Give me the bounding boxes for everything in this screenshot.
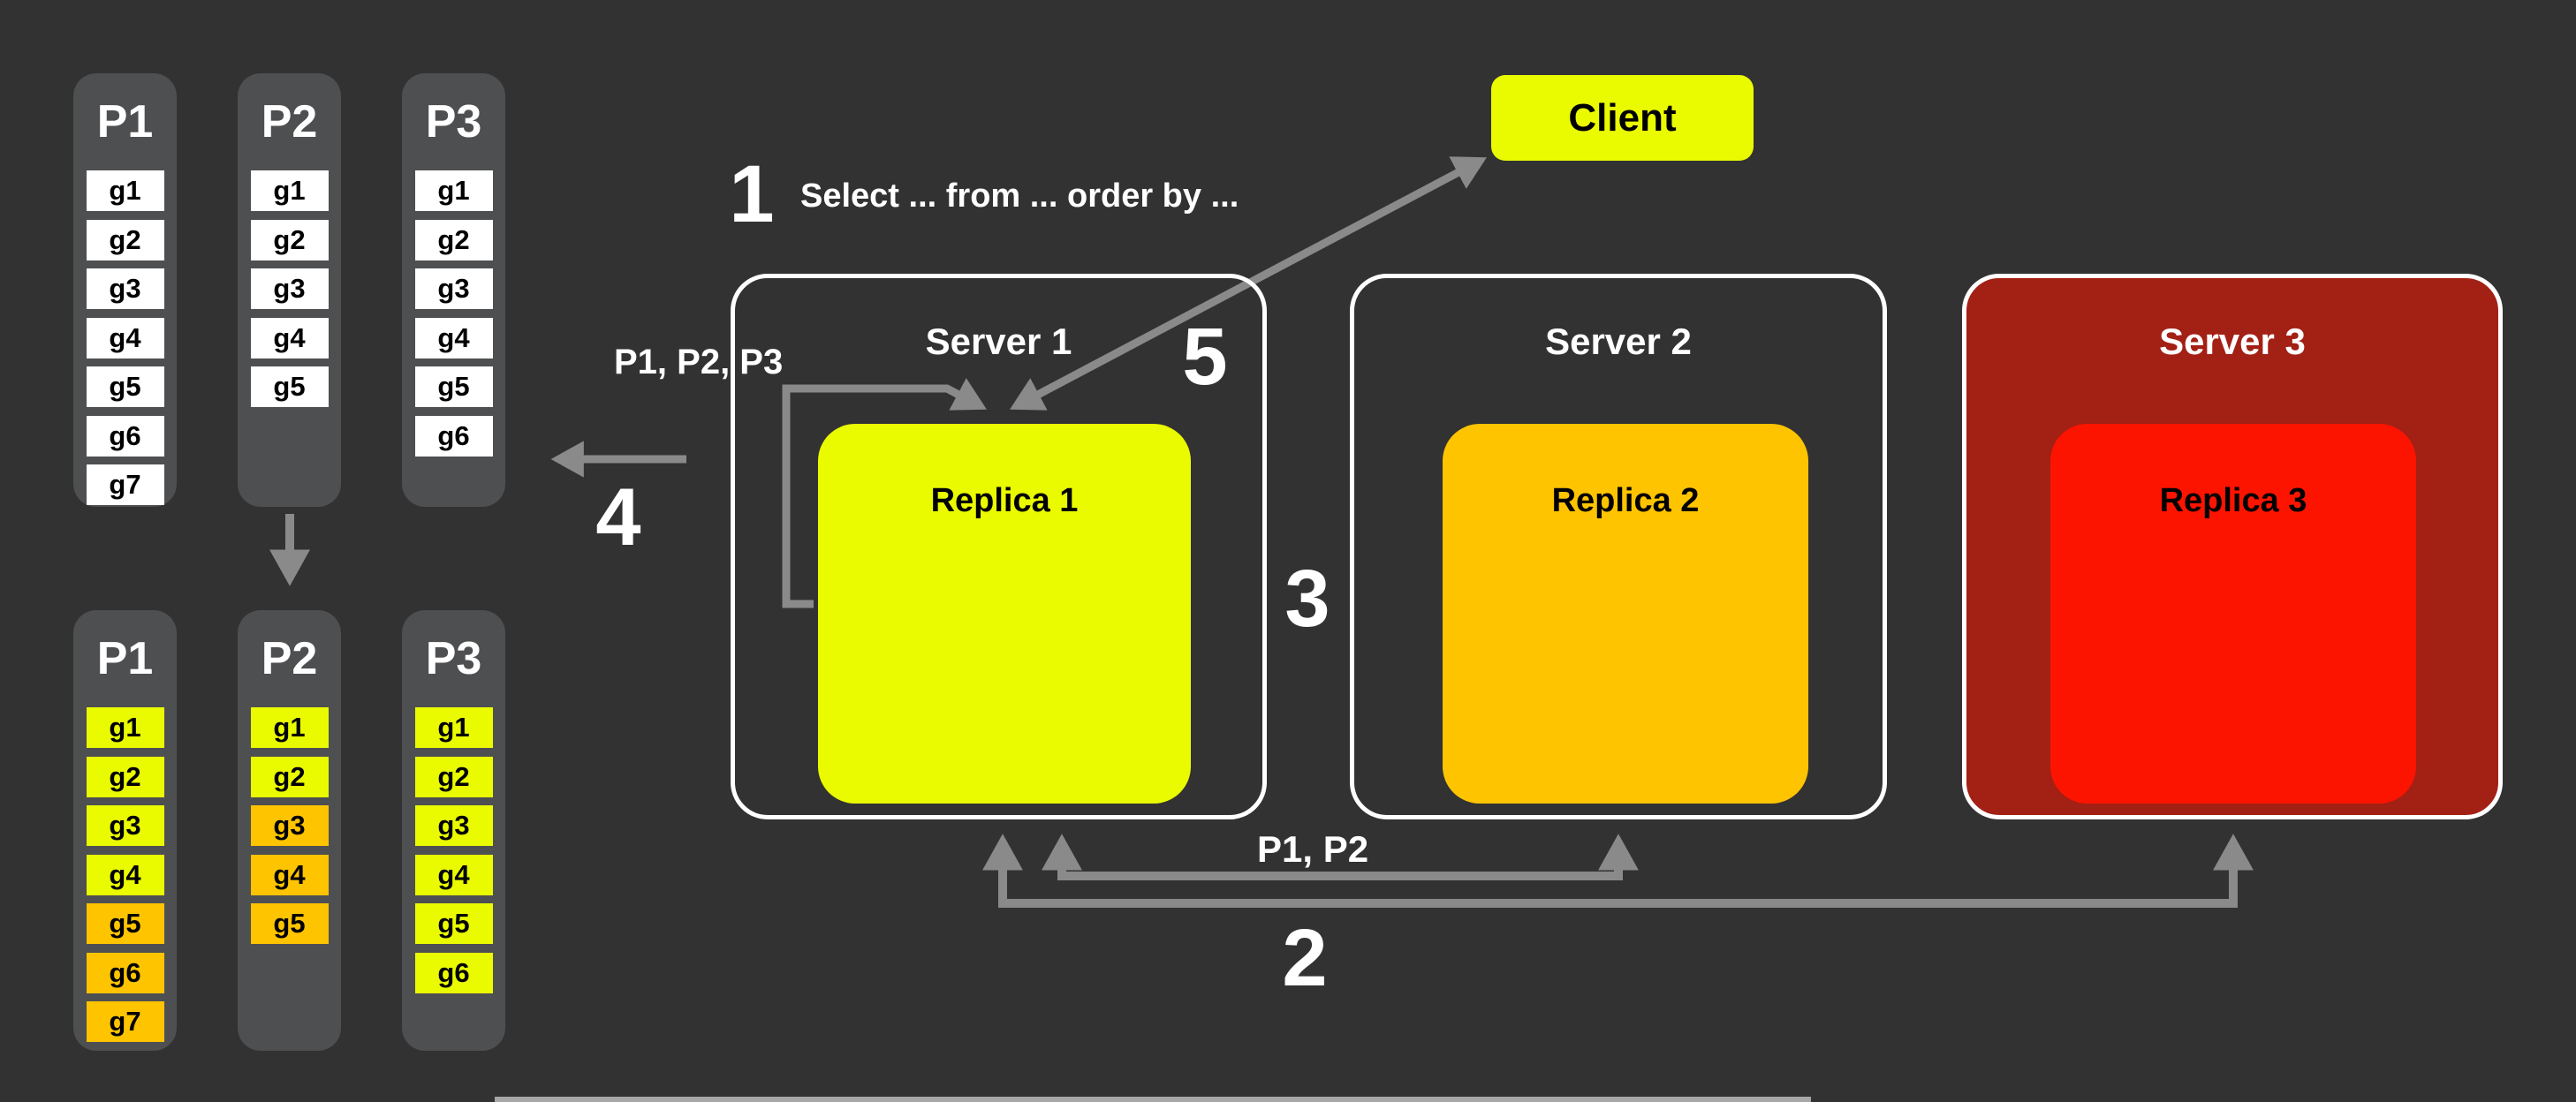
partition-column-header: P1 [96, 96, 154, 147]
partition-column-bottom-p3: P3 g1 g2 g3 g4 g5 g6 [402, 610, 505, 1051]
group-cell-g3: g3 [414, 805, 493, 846]
group-cell-g7: g7 [86, 464, 164, 505]
partition-column-header: P2 [261, 96, 318, 147]
server1-server3-bracket-arrow [982, 834, 2254, 908]
group-cell-g2: g2 [86, 219, 164, 260]
group-cell-g3: g3 [250, 268, 329, 309]
group-cell-g6: g6 [86, 415, 164, 457]
group-cell-g5: g5 [250, 903, 329, 944]
client-box: Client [1491, 75, 1754, 161]
step-number-3: 3 [1284, 554, 1330, 644]
partition-group-top: P1 g1 g2 g3 g4 g5 g6 g7 P2 g1 g2 g3 g4 g5 P3 g1 g2 g3 g4 g5… [73, 73, 505, 507]
group-cell-g2: g2 [250, 756, 329, 797]
group-cell-g2: g2 [414, 219, 493, 260]
partition-column-bottom-p2: P2 g1 g2 g3 g4 g5 [238, 610, 341, 1051]
server-3-box: Server 3 Replica 3 [1962, 274, 2503, 819]
group-cell-g6: g6 [414, 952, 493, 993]
server-2-title: Server 2 [1545, 321, 1692, 362]
group-cell-g7: g7 [86, 1001, 164, 1042]
partition-cells: g1 g2 g3 g4 g5 g6 [414, 707, 493, 993]
step-number-2: 2 [1282, 913, 1328, 1003]
partition-cells: g1 g2 g3 g4 g5 g6 [414, 170, 493, 457]
group-cell-g1: g1 [414, 707, 493, 748]
server-1-box: Server 1 Replica 1 [731, 274, 1267, 819]
replica-3-box: Replica 3 [2050, 424, 2416, 804]
replica-2-box: Replica 2 [1443, 424, 1808, 804]
group-cell-g1: g1 [414, 170, 493, 211]
partition-column-top-p1: P1 g1 g2 g3 g4 g5 g6 g7 [73, 73, 177, 507]
group-cell-g4: g4 [414, 854, 493, 895]
replica-2-label: Replica 2 [1551, 482, 1700, 519]
partition-cells: g1 g2 g3 g4 g5 [250, 170, 329, 407]
group-cell-g1: g1 [250, 170, 329, 211]
partition-cells: g1 g2 g3 g4 g5 g6 g7 [86, 707, 164, 1042]
group-cell-g3: g3 [250, 805, 329, 846]
group-cell-g5: g5 [86, 366, 164, 407]
partition-cells: g1 g2 g3 g4 g5 [250, 707, 329, 944]
group-cell-g2: g2 [86, 756, 164, 797]
group-cell-g1: g1 [86, 170, 164, 211]
bottom-edge-strip [495, 1097, 1811, 1102]
partition-column-top-p2: P2 g1 g2 g3 g4 g5 [238, 73, 341, 507]
partitions-p1p2-label: P1, P2 [1257, 828, 1369, 870]
group-cell-g3: g3 [86, 268, 164, 309]
replica-1-box: Replica 1 [818, 424, 1191, 804]
group-cell-g4: g4 [86, 854, 164, 895]
partition-column-header: P2 [261, 633, 318, 684]
group-cell-g6: g6 [414, 415, 493, 457]
server-3-title: Server 3 [2159, 321, 2306, 362]
partition-column-header: P3 [425, 633, 482, 684]
partition-column-top-p3: P3 g1 g2 g3 g4 g5 g6 [402, 73, 505, 507]
group-cell-g5: g5 [414, 366, 493, 407]
partitions-all-label: P1, P2, P3 [614, 343, 784, 381]
group-cell-g1: g1 [250, 707, 329, 748]
group-cell-g4: g4 [86, 317, 164, 359]
step-number-1: 1 [729, 149, 775, 239]
partition-column-bottom-p1: P1 g1 g2 g3 g4 g5 g6 g7 [73, 610, 177, 1051]
group-cell-g4: g4 [414, 317, 493, 359]
group-cell-g5: g5 [414, 903, 493, 944]
group-cell-g4: g4 [250, 854, 329, 895]
step-number-4: 4 [595, 472, 641, 562]
partition-column-header: P3 [425, 96, 482, 147]
group-cell-g6: g6 [86, 952, 164, 993]
group-cell-g3: g3 [86, 805, 164, 846]
server-1-title: Server 1 [925, 321, 1072, 362]
partition-cells: g1 g2 g3 g4 g5 g6 g7 [86, 170, 164, 505]
replica-3-label: Replica 3 [2159, 482, 2307, 519]
replica-1-label: Replica 1 [930, 482, 1079, 519]
server-2-box: Server 2 Replica 2 [1350, 274, 1887, 819]
group-cell-g2: g2 [414, 756, 493, 797]
group-cell-g5: g5 [86, 903, 164, 944]
group-cell-g4: g4 [250, 317, 329, 359]
group-cell-g3: g3 [414, 268, 493, 309]
partition-group-bottom: P1 g1 g2 g3 g4 g5 g6 g7 P2 g1 g2 g3 g4 g5 P3 g1 g2 g3 g4 g5… [73, 610, 505, 1051]
group-cell-g1: g1 [86, 707, 164, 748]
step-number-5: 5 [1182, 312, 1228, 402]
partition-column-header: P1 [96, 633, 154, 684]
query-text-label: Select ... from ... order by ... [800, 177, 1239, 215]
group-cell-g2: g2 [250, 219, 329, 260]
group-cell-g5: g5 [250, 366, 329, 407]
